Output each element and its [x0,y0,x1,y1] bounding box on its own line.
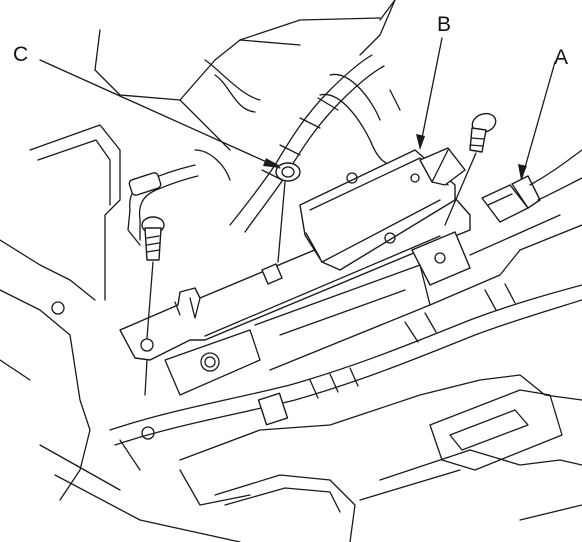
side-harness-clip [127,149,231,246]
floor-pan-lower [119,214,582,542]
lower-wire-harness [109,283,582,446]
connector-icon [481,149,582,223]
callout-label-c: C [13,43,29,66]
callout-leaders [39,37,556,180]
bolt-left-icon [141,216,165,396]
callout-label-b: B [437,13,452,36]
bolt-right-icon [444,112,497,226]
bracket-tab-plate [411,231,471,286]
callout-label-a: A [554,46,569,69]
clip-icon [261,162,301,285]
control-unit [299,147,466,271]
